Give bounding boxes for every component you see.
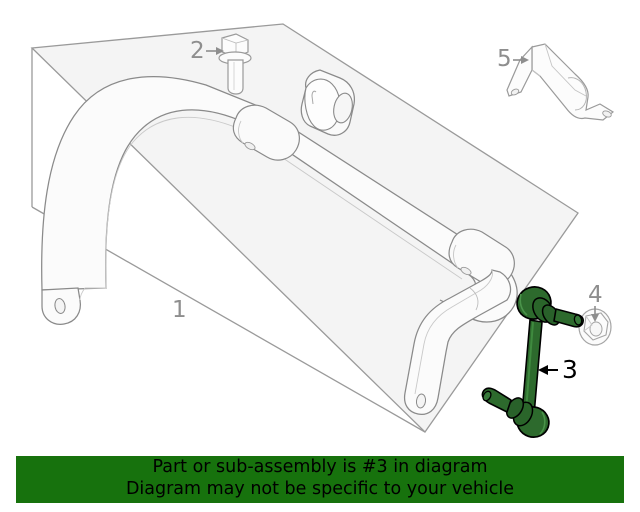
bolt-shank	[227, 59, 244, 95]
info-banner-line-1: Part or sub-assembly is #3 in diagram	[152, 457, 487, 477]
callout-2-arrow-head	[216, 47, 224, 55]
bracket-fold-line	[544, 43, 587, 97]
bracket-body	[531, 43, 615, 121]
left-mount-inner-arc	[238, 120, 244, 144]
bracket-saddle-arc	[567, 77, 587, 111]
bracket-inner-corner	[531, 69, 541, 77]
link-bottom-stud-tip	[482, 390, 492, 402]
callout-5: 5	[497, 46, 529, 72]
stabilizer-bar-right-eyelet	[415, 393, 427, 409]
stabilizer-bushing-block	[300, 69, 356, 136]
right-arm-inner-line	[414, 269, 493, 395]
part-flange-bolt	[218, 33, 252, 95]
bracket-left-hole	[510, 88, 520, 96]
right-arm-connector-arc	[469, 287, 479, 311]
stabilizer-bar-left-eyelet	[54, 298, 66, 314]
callout-5-arrow-head	[521, 56, 529, 64]
callout-4-label: 4	[588, 282, 603, 308]
callout-3: 3	[538, 355, 578, 384]
stabilizer-bar-left-mount	[232, 104, 300, 161]
info-banner-background	[16, 456, 624, 503]
nut-facet-line	[583, 315, 593, 332]
link-bottom-joint	[481, 387, 550, 438]
callout-2-label: 2	[190, 38, 205, 64]
link-bottom-ball-highlight	[539, 411, 546, 435]
callout-1: 1	[172, 297, 187, 323]
part-stabilizer-link	[481, 286, 584, 438]
link-top-stud-tip	[573, 314, 583, 326]
info-banner: Part or sub-assembly is #3 in diagram Di…	[16, 456, 624, 503]
bracket-right-hole	[602, 110, 612, 118]
callout-5-label: 5	[497, 46, 512, 72]
callout-3-arrow-head	[538, 365, 548, 375]
nut-thread-hole	[589, 321, 603, 337]
callout-3-label: 3	[562, 355, 578, 384]
left-mount-hole	[244, 141, 256, 151]
info-banner-line-2: Diagram may not be specific to your vehi…	[126, 479, 514, 499]
stabilizer-bar-right-arm	[403, 269, 512, 416]
bushing-slit	[311, 90, 317, 105]
stabilizer-bar-left-inner	[79, 287, 106, 301]
link-top-ball-highlight	[519, 293, 528, 316]
bushing-side-face	[333, 92, 353, 124]
callout-1-label: 1	[172, 297, 187, 323]
stabilizer-bar-highlight	[105, 116, 463, 289]
part-lock-nut	[578, 308, 612, 346]
right-mount-inner-arc	[453, 244, 459, 269]
part-stabilizer-bar	[41, 69, 518, 416]
link-top-joint	[516, 286, 584, 328]
callout-4-arrow-head	[591, 314, 599, 322]
callout-4: 4	[588, 282, 603, 322]
callout-2: 2	[190, 38, 224, 64]
link-shaft-highlight	[525, 321, 534, 412]
right-mount-hole	[460, 266, 472, 276]
